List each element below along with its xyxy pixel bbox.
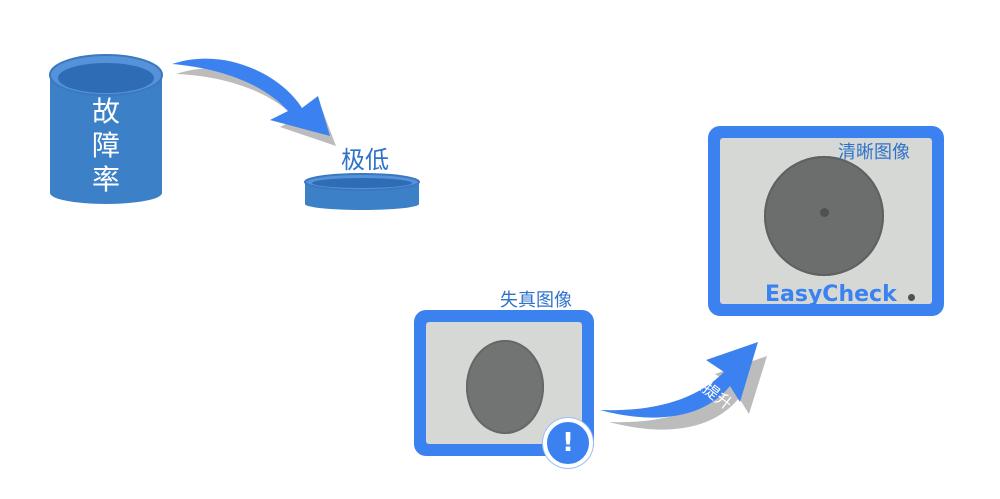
failure-rate-char-2: 障 xyxy=(91,129,120,162)
image-speck xyxy=(908,294,915,301)
distorted-disk xyxy=(466,340,544,434)
clear-image-frame: EasyCheck V2 xyxy=(708,126,944,316)
failure-rate-label: 故 障 率 xyxy=(50,95,162,197)
brand-label: EasyCheck V2 xyxy=(765,282,897,304)
curved-arrow-up xyxy=(600,342,767,430)
distorted-image-caption: 失真图像 xyxy=(500,290,572,311)
tall-cylinder xyxy=(49,54,163,204)
short-cylinder xyxy=(304,173,420,210)
disk-mark xyxy=(820,208,829,217)
failure-rate-char-1: 故 xyxy=(91,95,120,128)
warning-icon: ! xyxy=(543,418,593,468)
very-low-label: 极低 xyxy=(341,146,389,174)
clear-image: EasyCheck V2 xyxy=(720,138,932,304)
curved-arrow-down xyxy=(172,58,336,146)
failure-rate-char-3: 率 xyxy=(91,163,120,196)
clear-image-caption: 清晰图像 xyxy=(838,142,910,163)
